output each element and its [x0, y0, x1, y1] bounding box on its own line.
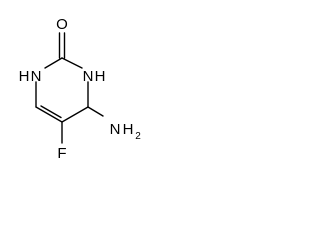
atom-amine-subscript: 2	[135, 131, 141, 142]
atom-amine-h: H	[123, 121, 134, 138]
atom-fluorine: F	[57, 145, 66, 162]
atom-oxygen: O	[56, 16, 68, 33]
atom-n1: N	[31, 68, 42, 85]
atom-h1: H	[19, 68, 30, 85]
bond-c2-n1	[44, 57, 63, 69]
bond-c4-nh2	[87, 106, 104, 117]
atom-h3: H	[95, 68, 106, 85]
bond-c6-c5	[35, 106, 63, 123]
bond-c2-n3	[61, 57, 83, 69]
atom-amine-n: N	[110, 121, 121, 138]
bond-c4-c5	[61, 106, 89, 123]
bond-c6-c5-inner	[40, 105, 62, 119]
atom-n3: N	[83, 68, 94, 85]
chemical-structure: O N H N H F N H 2	[19, 16, 142, 162]
